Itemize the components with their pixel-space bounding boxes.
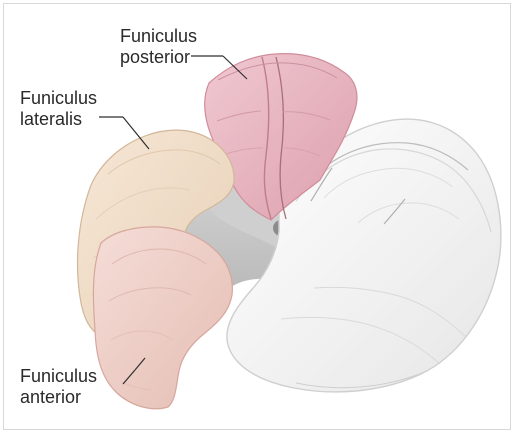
funiculus-posterior-line-1: Funiculus (120, 26, 197, 47)
funiculus-anterior-line-1: Funiculus (20, 366, 97, 387)
funiculus-anterior-region (93, 227, 232, 409)
funiculus-anterior-line-2: anterior (20, 387, 97, 408)
funiculus-anterior-label: Funiculus anterior (20, 366, 97, 408)
funiculus-posterior-line-2: posterior (120, 47, 197, 68)
funiculus-posterior-label: Funiculus posterior (120, 26, 197, 68)
funiculus-lateralis-label: Funiculus lateralis (20, 88, 97, 130)
funiculus-lateralis-line-2: lateralis (20, 109, 97, 130)
funiculus-lateralis-line-1: Funiculus (20, 88, 97, 109)
